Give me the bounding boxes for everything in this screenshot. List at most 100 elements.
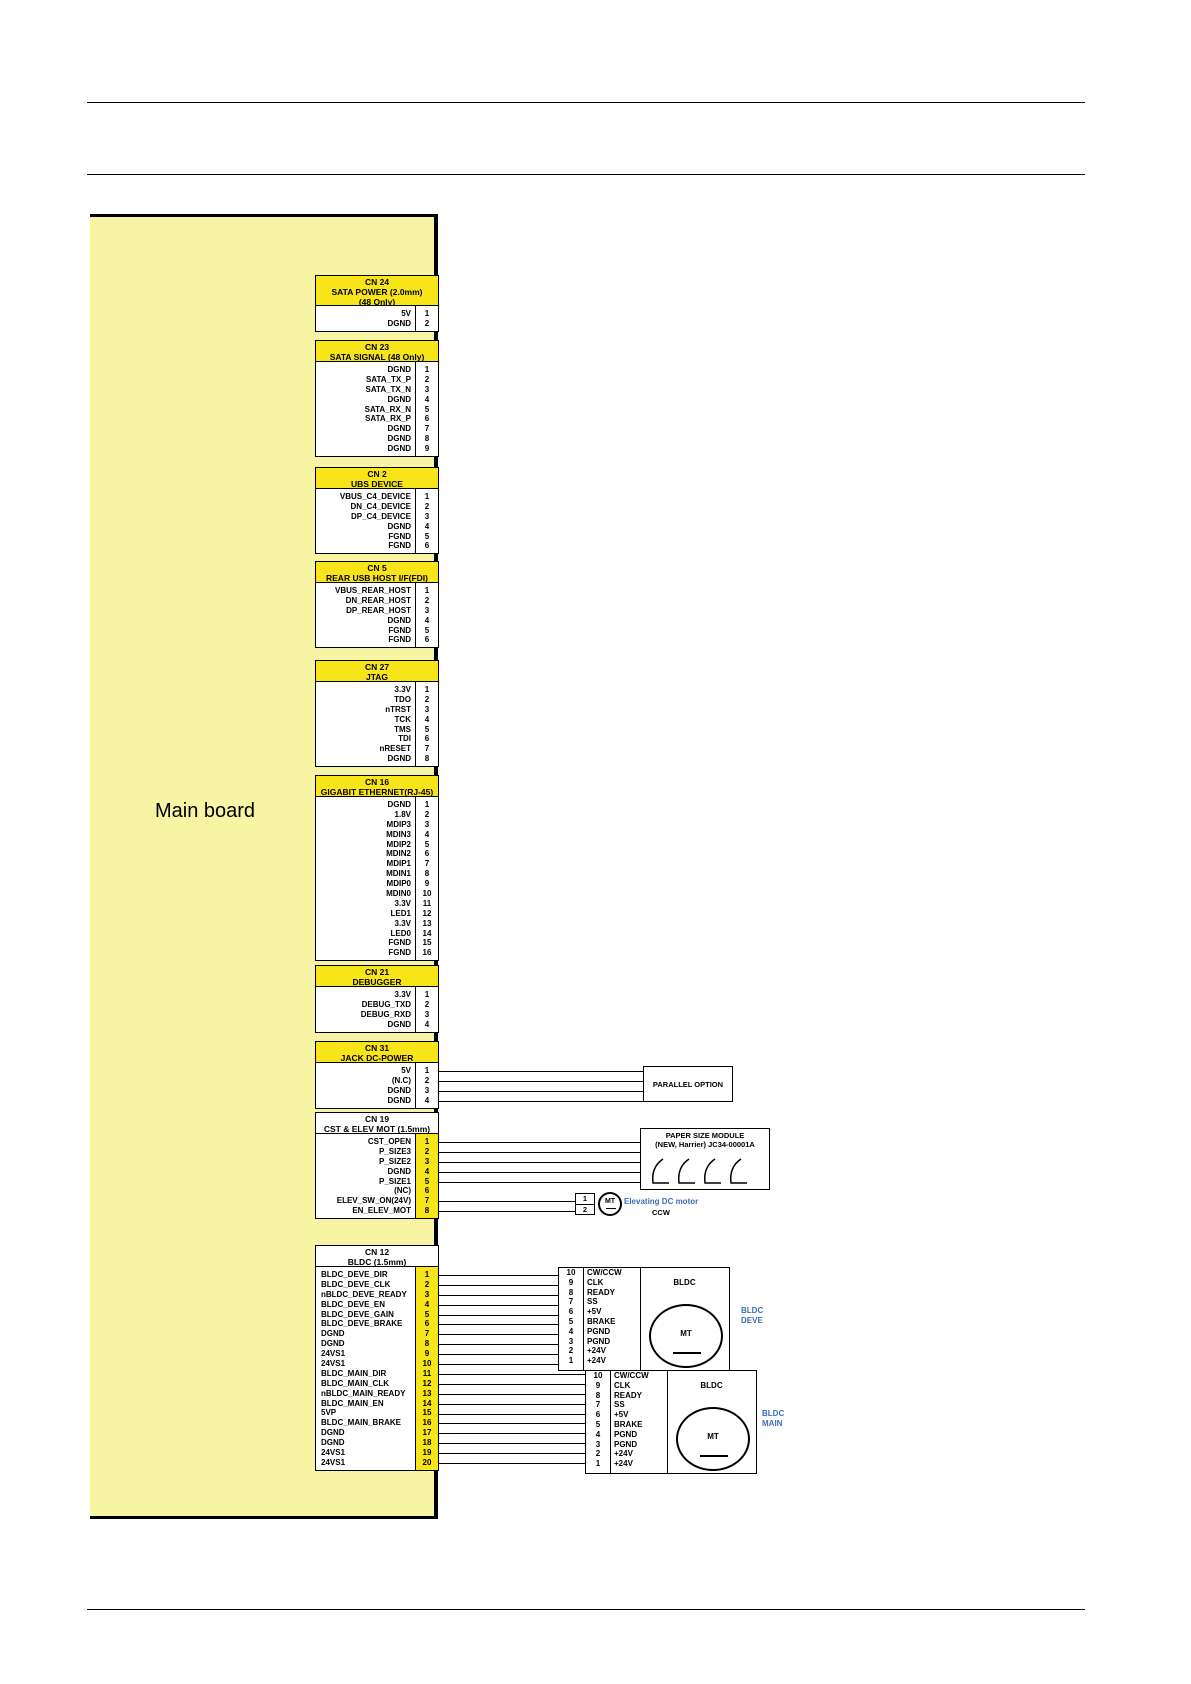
top-rule xyxy=(87,102,1085,103)
pin-number: 3 xyxy=(424,704,430,714)
pin-number: 2 xyxy=(424,1146,430,1156)
pin-signal-name: MDIP0 xyxy=(386,879,411,889)
pin-signal-name: DGND xyxy=(321,1438,345,1448)
connector-title-line: CN 19 xyxy=(364,1114,390,1124)
pin-number: 19 xyxy=(422,1448,432,1458)
pin-signal-name: FGND xyxy=(388,938,411,948)
pin-number: 7 xyxy=(424,744,430,754)
pin-signal-name: DP_C4_DEVICE xyxy=(350,511,411,521)
bldc-pin-number: 3 xyxy=(568,1336,574,1346)
pin-signal-name: DGND xyxy=(387,615,411,625)
pin-signal-name: SATA_TX_P xyxy=(365,374,411,384)
pin-number: 8 xyxy=(424,754,430,764)
bldc-signal-name: +5V xyxy=(614,1410,629,1420)
pin-signal-name: SATA_RX_P xyxy=(365,414,411,424)
wire xyxy=(439,1364,558,1365)
pin-number: 1 xyxy=(424,1270,430,1279)
paper-size-module-title: PAPER SIZE MODULE xyxy=(665,1131,745,1140)
pin-signal-name: TCK xyxy=(394,714,411,724)
pin-number: 3 xyxy=(424,819,430,829)
connector-title-line: CN 27 xyxy=(364,662,390,672)
wire xyxy=(439,1305,558,1306)
paper-size-switch-icon xyxy=(651,1158,747,1184)
connector-title-line: (48 Only) xyxy=(358,297,396,307)
pin-signal-name: BLDC_DEVE_CLK xyxy=(321,1279,391,1289)
elev-motor-mt: MT xyxy=(604,1198,616,1205)
header-rule xyxy=(87,174,1085,175)
wire xyxy=(439,1172,640,1173)
connector-title-line: DEBUGGER xyxy=(352,977,402,987)
bldc-deve-motor-icon: MT xyxy=(649,1304,723,1368)
bldc-signal-name: PGND xyxy=(614,1429,638,1439)
pin-signal-name: FGND xyxy=(388,541,411,551)
pin-number: 2 xyxy=(424,374,430,384)
pin-signal-name: CST_OPEN xyxy=(367,1137,411,1146)
bldc-pin-number: 2 xyxy=(595,1449,601,1459)
pin-signal-name: nTRST xyxy=(385,704,411,714)
bldc-signal-name: SS xyxy=(587,1297,598,1307)
wire xyxy=(439,1384,585,1385)
pin-number: 4 xyxy=(424,615,430,625)
pin-signal-name: LED0 xyxy=(390,928,411,938)
wire xyxy=(439,1414,585,1415)
connector-title-line: CN 2 xyxy=(367,469,387,479)
connector-title-line: JTAG xyxy=(365,672,389,682)
bldc-main-motor-icon: MT xyxy=(676,1407,750,1471)
pin-number: 3 xyxy=(424,1156,430,1166)
wire xyxy=(439,1334,558,1335)
wire xyxy=(439,1443,585,1444)
bldc-signal-name: PGND xyxy=(587,1336,611,1346)
wire xyxy=(439,1423,585,1424)
bldc-signal-name: PGND xyxy=(587,1326,611,1336)
pin-number: 6 xyxy=(424,414,430,424)
pin-signal-name: SATA_TX_N xyxy=(365,384,412,394)
pin-signal-name: P_SIZE3 xyxy=(378,1146,411,1156)
pin-number-column xyxy=(415,362,438,457)
pin-signal-name: (NC) xyxy=(394,1186,411,1196)
pin-signal-name: SATA_RX_N xyxy=(364,404,411,414)
pin-row: (NC)6 xyxy=(316,1186,438,1196)
bldc-signal-name: CW/CCW xyxy=(614,1371,649,1380)
wire xyxy=(439,1201,575,1202)
bldc-signal-name: BRAKE xyxy=(587,1316,616,1326)
pin-number: 8 xyxy=(424,1206,430,1216)
pin-signal-name: DGND xyxy=(387,1085,411,1095)
pin-number: 5 xyxy=(424,1176,430,1186)
pin-number: 7 xyxy=(424,859,430,869)
pin-number: 12 xyxy=(422,1378,432,1388)
wire xyxy=(439,1324,558,1325)
elev-motor-connector: 1 2 xyxy=(575,1193,595,1215)
pin-signal-name: EN_ELEV_MOT xyxy=(352,1206,411,1216)
pin-signal-name: 5V xyxy=(401,309,411,318)
bldc-signal-name: +24V xyxy=(587,1356,606,1366)
pin-signal-name: 24VS1 xyxy=(321,1448,346,1458)
pin-number-column xyxy=(415,682,438,767)
bldc-signal-name: +24V xyxy=(614,1459,633,1469)
pin-row: SATA_TX_P 2 xyxy=(316,375,438,385)
pin-signal-name: 3.3V xyxy=(394,685,411,694)
bldc-pin-number: 5 xyxy=(568,1316,574,1326)
connector-title-line: CN 21 xyxy=(364,967,390,977)
